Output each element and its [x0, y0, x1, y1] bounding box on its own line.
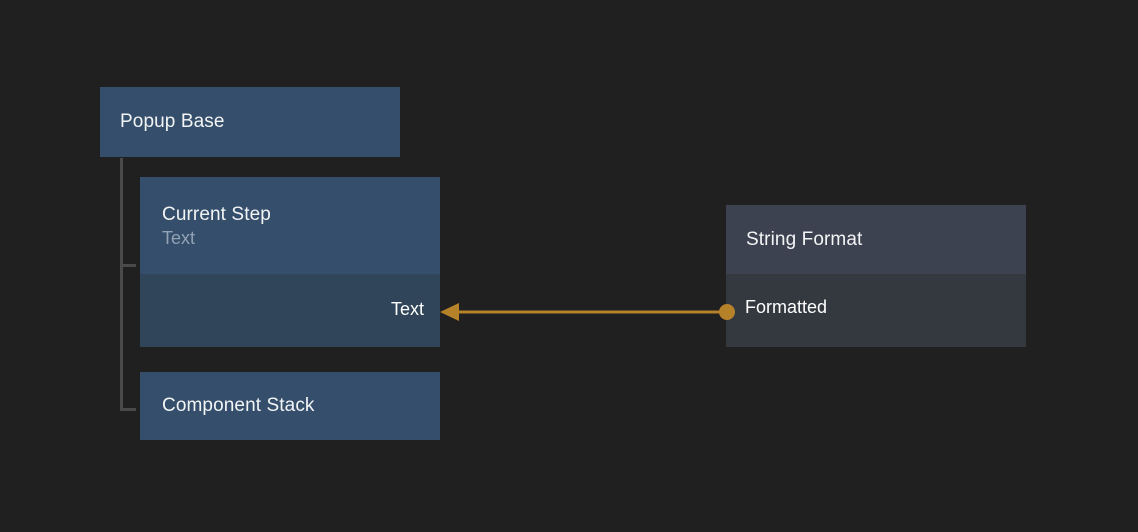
node-popup-base[interactable]: Popup Base [100, 87, 400, 157]
output-port-formatted-label: Formatted [745, 297, 828, 317]
connection-arrowhead-icon [440, 303, 459, 321]
tree-trunk-line [120, 158, 136, 411]
node-string-format[interactable]: String Format Formatted [726, 205, 1026, 347]
node-component-stack-title: Component Stack [162, 395, 315, 416]
node-string-format-body: Formatted [726, 274, 1026, 347]
node-current-step-title: Current Step [162, 203, 271, 225]
node-current-step-subtitle: Text [162, 227, 196, 248]
node-string-format-header[interactable]: String Format [726, 205, 1026, 274]
node-component-stack[interactable]: Component Stack [140, 372, 440, 440]
node-component-stack-header[interactable]: Component Stack [140, 372, 440, 440]
node-popup-base-title: Popup Base [120, 111, 225, 132]
input-port-text[interactable]: Text [391, 296, 424, 322]
node-current-step[interactable]: Current Step Text Text [140, 177, 440, 347]
node-current-step-body: Text [140, 274, 440, 347]
node-current-step-header[interactable]: Current Step Text [140, 177, 440, 274]
output-port-formatted[interactable]: Formatted [745, 294, 827, 320]
node-popup-base-header[interactable]: Popup Base [100, 87, 400, 157]
input-port-text-label: Text [390, 299, 424, 319]
node-string-format-title: String Format [746, 228, 863, 250]
